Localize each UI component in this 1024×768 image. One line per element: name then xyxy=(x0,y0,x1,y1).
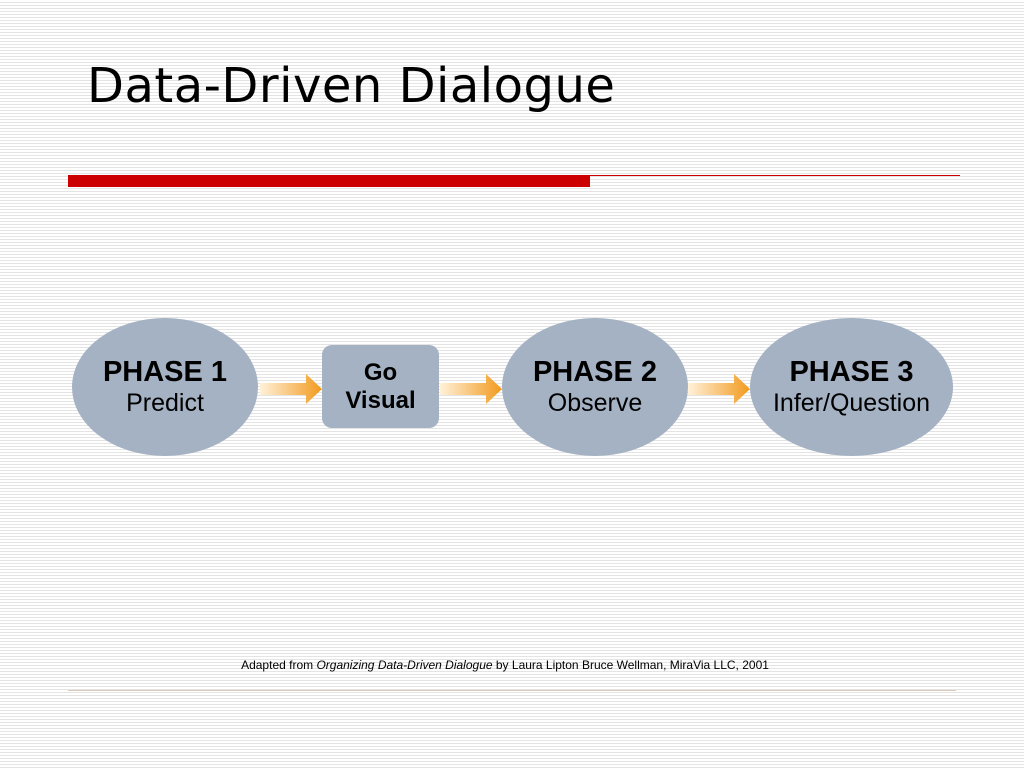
go-visual-box: Go Visual xyxy=(322,345,439,428)
go-visual-line1: Go xyxy=(363,358,398,386)
source-citation: Adapted from Organizing Data-Driven Dial… xyxy=(0,658,1010,672)
phase-2-ellipse: PHASE 2 Observe xyxy=(502,318,688,456)
phase-3-name: PHASE 3 xyxy=(789,356,914,388)
phase-2-name: PHASE 2 xyxy=(532,356,658,388)
citation-suffix: by Laura Lipton Bruce Wellman, MiraVia L… xyxy=(492,658,769,672)
phase-1-name: PHASE 1 xyxy=(102,356,228,388)
slide-title: Data-Driven Dialogue xyxy=(87,58,616,114)
go-visual-line2: Visual xyxy=(345,386,416,414)
phase-2-sub: Observe xyxy=(547,389,643,417)
phase-3-ellipse: PHASE 3 Infer/Question xyxy=(750,318,953,456)
title-underline-thick xyxy=(68,175,590,187)
arrow-right-icon xyxy=(440,374,502,404)
title-underline-thin xyxy=(590,175,960,176)
phase-1-ellipse: PHASE 1 Predict xyxy=(72,318,258,456)
arrow-right-icon xyxy=(260,374,322,404)
arrow-right-icon xyxy=(688,374,750,404)
phase-1-sub: Predict xyxy=(126,389,204,417)
phase-3-sub: Infer/Question xyxy=(772,389,931,417)
citation-prefix: Adapted from xyxy=(241,658,317,672)
citation-book-title: Organizing Data-Driven Dialogue xyxy=(316,658,493,672)
footer-divider xyxy=(68,690,956,691)
